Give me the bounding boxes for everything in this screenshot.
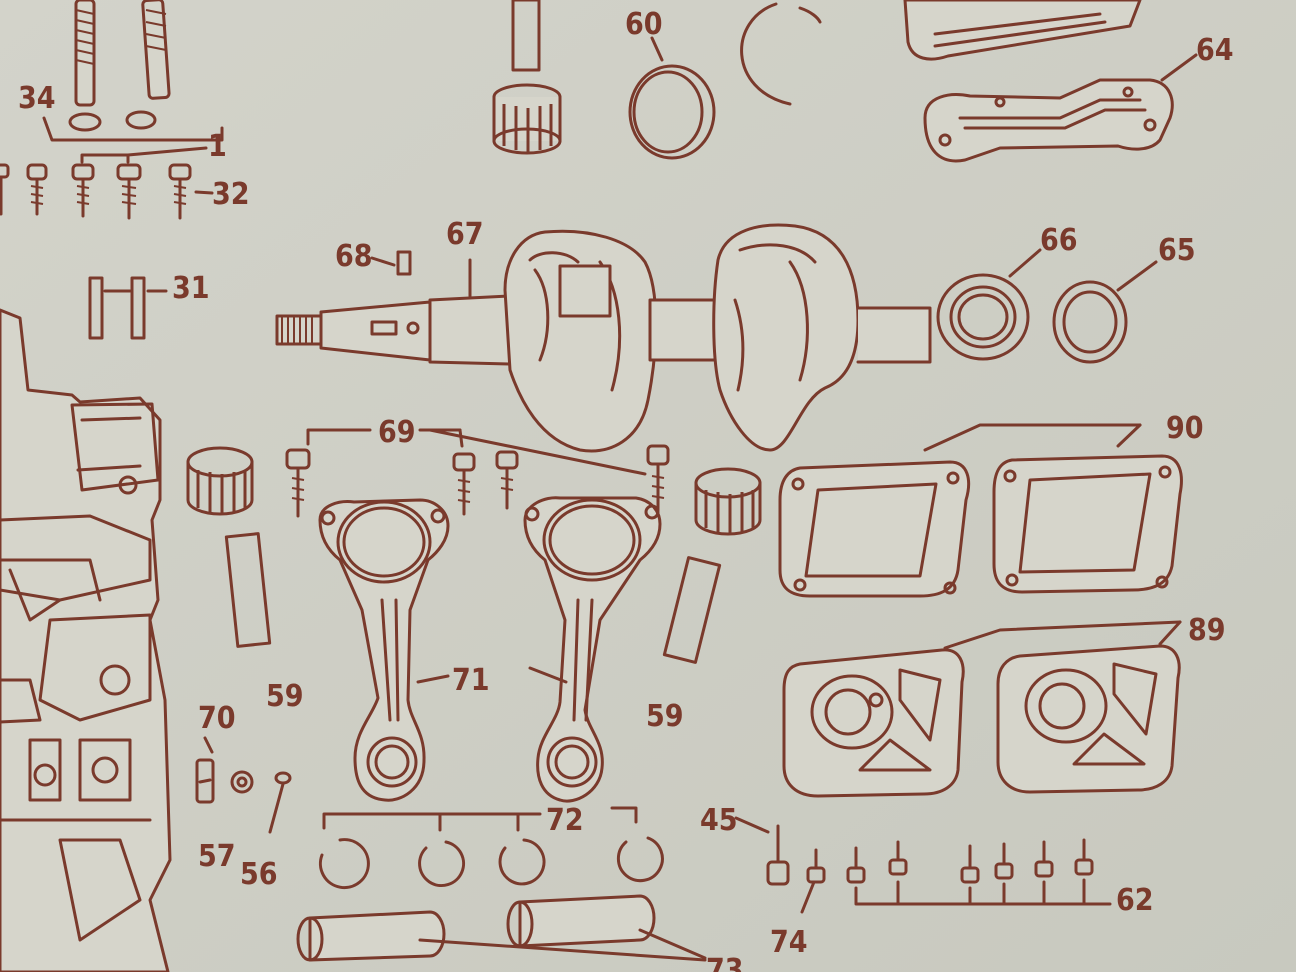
cover-gasket-64 [923,53,1198,163]
needle-bearing-left [186,446,254,516]
label-31: 31 [172,271,210,306]
label-62: 62 [1116,883,1154,918]
label-89: 89 [1188,613,1226,648]
label-34: 34 [18,81,56,116]
cover-plate-top [903,0,1142,61]
sealing-ring-60 [628,36,716,160]
label-90: 90 [1166,411,1204,446]
label-69: 69 [378,415,416,450]
label-59-left: 59 [266,679,304,714]
label-72: 72 [546,803,584,838]
oil-seal-65 [1052,260,1158,364]
label-68: 68 [335,239,373,274]
gaskets-90 [778,423,1183,598]
label-32: 32 [212,177,250,212]
needle-bearing-right [694,467,762,536]
conrod-bolts-69 [285,428,670,518]
label-60: 60 [625,7,663,42]
oil-seal-66 [936,248,1042,361]
bolt-row-32 [0,146,214,220]
label-70: 70 [198,701,236,736]
label-56: 56 [240,857,278,892]
label-65: 65 [1158,233,1196,268]
label-59-right: 59 [646,699,684,734]
crankshaft-67 [275,223,932,453]
engine-case-left [0,308,172,972]
roller-set-left-59 [224,532,272,648]
label-57: 57 [198,839,236,874]
small-parts-70-57-56 [195,736,292,834]
circlips-72 [318,806,664,890]
label-64: 64 [1196,33,1234,68]
studs-and-washers [42,0,224,142]
label-45: 45 [700,803,738,838]
top-needle-bearing [492,0,562,155]
dowel-pins-31 [88,276,168,340]
label-66: 66 [1040,223,1078,258]
roller-set-right-59 [662,556,722,664]
gaskets-89 [782,620,1182,798]
label-73: 73 [706,953,744,972]
connecting-rod-right [416,496,662,803]
woodruff-key-68 [370,250,412,276]
callout-labels: 34 1 32 31 60 64 68 67 66 65 69 90 89 59… [18,7,1234,972]
label-71: 71 [452,663,490,698]
label-1: 1 [208,129,227,164]
label-74: 74 [770,925,808,960]
piston-pins-73 [296,894,707,962]
bolts-45-74-62 [734,816,1112,914]
connecting-rod-left [318,498,450,802]
circlip [740,2,822,106]
label-67: 67 [446,217,484,252]
